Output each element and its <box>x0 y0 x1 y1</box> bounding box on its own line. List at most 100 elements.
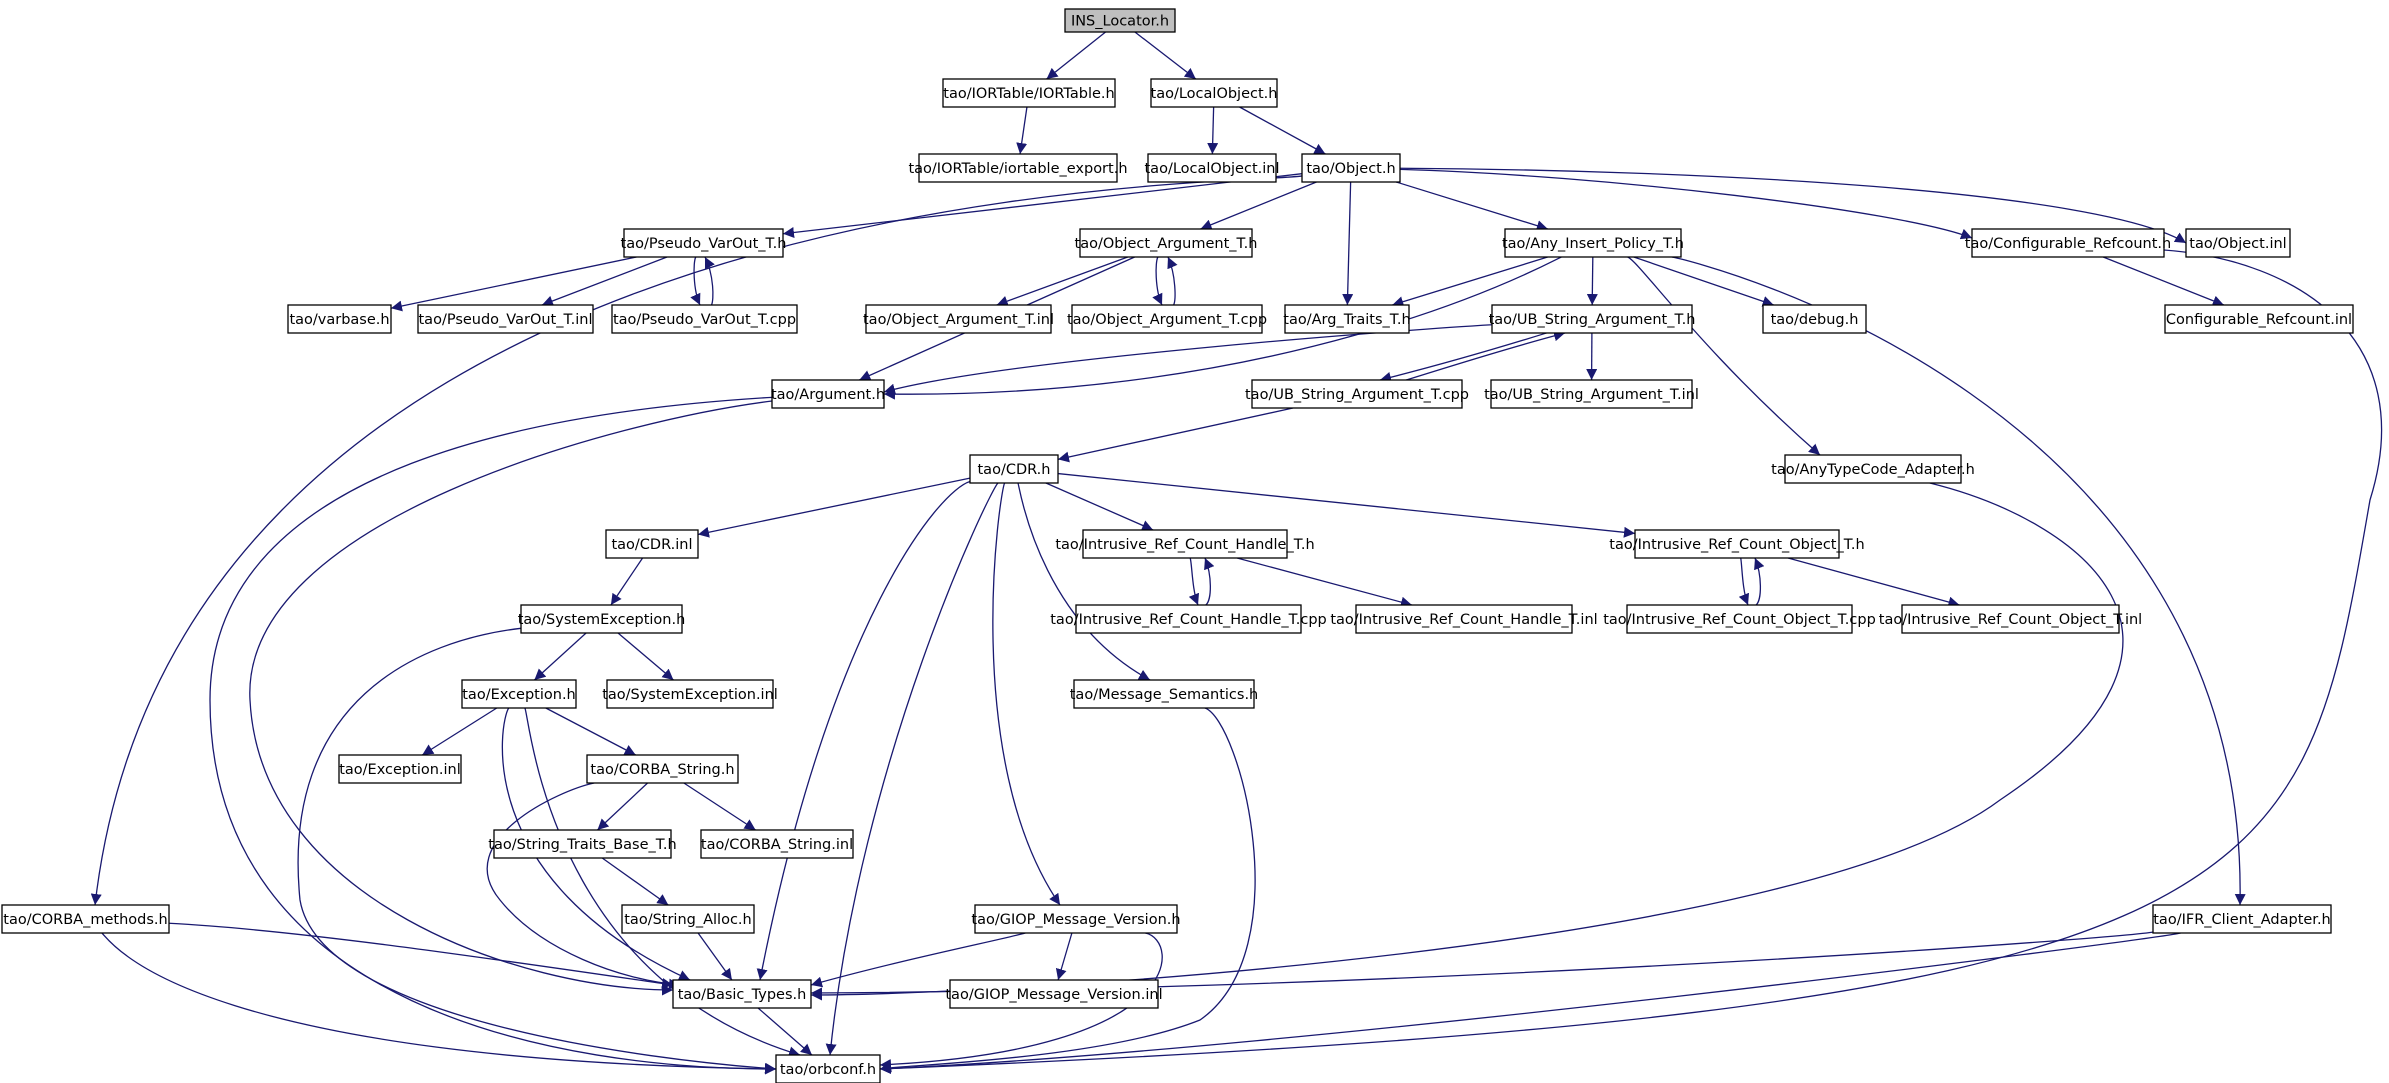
edge-localobject_h-to-object_h <box>1239 106 1326 155</box>
node-box <box>672 979 812 1009</box>
node-giop_message_version_inl[interactable]: tao/GIOP_Message_Version.inl <box>945 979 1163 1009</box>
node-any_insert_policy_h[interactable]: tao/Any_Insert_Policy_T.h <box>1502 228 1684 258</box>
node-cdr_inl[interactable]: tao/CDR.inl <box>605 529 699 559</box>
node-box <box>775 1054 881 1083</box>
node-basic_types_h[interactable]: tao/Basic_Types.h <box>672 979 812 1009</box>
node-systemexception_inl[interactable]: tao/SystemException.inl <box>602 679 778 709</box>
edge-cdr_h-to-irch_h <box>1045 482 1154 531</box>
node-label: tao/Pseudo_VarOut_T.cpp <box>613 312 796 328</box>
node-systemexception_h[interactable]: tao/SystemException.h <box>518 604 686 634</box>
node-box <box>2185 228 2291 258</box>
node-ifr_client_adapter_h[interactable]: tao/IFR_Client_Adapter.h <box>2152 904 2332 934</box>
node-label: tao/Object_Argument_T.h <box>1075 236 1258 252</box>
node-pseudo_varout_inl[interactable]: tao/Pseudo_VarOut_T.inl <box>417 304 594 334</box>
node-label: INS_Locator.h <box>1071 14 1169 30</box>
node-argument_h[interactable]: tao/Argument.h <box>771 379 885 409</box>
edge-ub_string_argument_h-to-argument_h <box>883 324 1493 395</box>
node-irco_cpp[interactable]: tao/Intrusive_Ref_Count_Object_T.cpp <box>1603 604 1876 634</box>
node-irco_h[interactable]: tao/Intrusive_Ref_Count_Object_T.h <box>1609 529 1865 559</box>
node-label: tao/Arg_Traits_T.h <box>1283 312 1410 328</box>
node-label: tao/Intrusive_Ref_Count_Handle_T.h <box>1055 537 1314 553</box>
node-box <box>969 454 1059 484</box>
node-pseudo_varout_cpp[interactable]: tao/Pseudo_VarOut_T.cpp <box>611 304 798 334</box>
node-arg_traits_h[interactable]: tao/Arg_Traits_T.h <box>1283 304 1411 334</box>
node-anytypecode_adapter_h[interactable]: tao/AnyTypeCode_Adapter.h <box>1771 454 1975 484</box>
node-label: tao/LocalObject.inl <box>1145 161 1280 177</box>
node-box <box>606 679 774 709</box>
node-box <box>918 153 1118 183</box>
node-ub_string_argument_cpp[interactable]: tao/UB_String_Argument_T.cpp <box>1245 379 1469 409</box>
node-label: tao/Exception.h <box>462 687 576 703</box>
node-giop_message_version_h[interactable]: tao/GIOP_Message_Version.h <box>971 904 1181 934</box>
node-localobject_inl[interactable]: tao/LocalObject.inl <box>1145 153 1280 183</box>
edge-irch_h-to-irch_inl <box>1236 557 1413 608</box>
edge-corba_string_h-to-corba_string_inl <box>683 782 756 831</box>
edge-any_insert_policy_h-to-ifr_client_adapter_h <box>1671 256 2246 906</box>
node-label: tao/Basic_Types.h <box>678 987 807 1003</box>
node-string_alloc_h[interactable]: tao/String_Alloc.h <box>621 904 755 934</box>
node-label: tao/SystemException.inl <box>602 687 778 703</box>
node-label: tao/debug.h <box>1771 312 1859 328</box>
node-debug_h[interactable]: tao/debug.h <box>1762 304 1867 334</box>
node-corba_string_h[interactable]: tao/CORBA_String.h <box>586 754 739 784</box>
node-iortable_h[interactable]: tao/IORTable/IORTable.h <box>942 78 1116 108</box>
node-message_semantics_h[interactable]: tao/Message_Semantics.h <box>1070 679 1259 709</box>
node-label: tao/varbase.h <box>289 312 389 328</box>
node-box <box>1284 304 1410 334</box>
node-box <box>1901 604 2120 634</box>
node-irch_inl[interactable]: tao/Intrusive_Ref_Count_Handle_T.inl <box>1330 604 1598 634</box>
edge-cdr_inl-to-systemexception_h <box>610 557 644 606</box>
edge-exception_h-to-basic_types_h <box>501 707 691 981</box>
node-exception_inl[interactable]: tao/Exception.inl <box>338 754 462 784</box>
node-box <box>1071 304 1263 334</box>
node-object_inl[interactable]: tao/Object.inl <box>2185 228 2291 258</box>
node-ins_locator[interactable]: INS_Locator.h <box>1064 8 1176 33</box>
node-varbase_h[interactable]: tao/varbase.h <box>287 304 392 334</box>
edge-any_insert_policy_h-to-ub_string_argument_h <box>1586 256 1598 306</box>
edge-object_h-to-any_insert_policy_h <box>1395 181 1549 231</box>
node-exception_h[interactable]: tao/Exception.h <box>461 679 577 709</box>
node-object_h[interactable]: tao/Object.h <box>1301 153 1401 183</box>
node-box <box>605 529 699 559</box>
node-label: tao/Object_Argument_T.cpp <box>1067 312 1267 328</box>
node-localobject_h[interactable]: tao/LocalObject.h <box>1150 78 1278 108</box>
edge-message_semantics_h-to-orbconf_h <box>879 707 1256 1073</box>
node-object_argument_cpp[interactable]: tao/Object_Argument_T.cpp <box>1067 304 1267 334</box>
node-label: tao/Configurable_Refcount.h <box>1965 236 2171 252</box>
node-ub_string_argument_h[interactable]: tao/UB_String_Argument_T.h <box>1489 304 1696 334</box>
node-string_traits_base_h[interactable]: tao/String_Traits_Base_T.h <box>488 829 677 859</box>
node-orbconf_h[interactable]: tao/orbconf.h <box>775 1054 881 1083</box>
edge-cdr_h-to-basic_types_h <box>756 480 971 981</box>
node-ub_string_argument_inl[interactable]: tao/UB_String_Argument_T.inl <box>1484 379 1699 409</box>
node-box <box>1491 304 1693 334</box>
node-irch_h[interactable]: tao/Intrusive_Ref_Count_Handle_T.h <box>1055 529 1315 559</box>
node-object_argument_h[interactable]: tao/Object_Argument_T.h <box>1075 228 1258 258</box>
node-box <box>586 754 739 784</box>
node-configurable_refcount_h[interactable]: tao/Configurable_Refcount.h <box>1965 228 2171 258</box>
edge-irco_h-to-irco_inl <box>1787 557 1960 608</box>
edge-object_h-to-object_argument_h <box>1200 181 1317 230</box>
node-cdr_h[interactable]: tao/CDR.h <box>969 454 1059 484</box>
node-irco_inl[interactable]: tao/Intrusive_Ref_Count_Object_T.inl <box>1879 604 2142 634</box>
node-label: tao/UB_String_Argument_T.h <box>1489 312 1696 328</box>
node-corba_methods_h[interactable]: tao/CORBA_methods.h <box>1 904 170 934</box>
node-iortable_export[interactable]: tao/IORTable/iortable_export.h <box>908 153 1128 183</box>
node-box <box>1634 529 1840 559</box>
node-label: tao/Argument.h <box>771 387 885 403</box>
node-corba_string_inl[interactable]: tao/CORBA_String.inl <box>700 829 854 859</box>
node-box <box>1 904 170 934</box>
node-box <box>1490 379 1693 409</box>
node-object_argument_inl[interactable]: tao/Object_Argument_T.inl <box>863 304 1054 334</box>
node-irch_cpp[interactable]: tao/Intrusive_Ref_Count_Handle_T.cpp <box>1050 604 1327 634</box>
node-box <box>942 78 1116 108</box>
edge-string_alloc_h-to-basic_types_h <box>697 932 733 981</box>
edge-any_insert_policy_h-to-anytypecode_adapter_h <box>1627 256 1821 456</box>
node-box <box>1251 379 1463 409</box>
nodes-layer: INS_Locator.h tao/IORTable/IORTable.h tao/… <box>1 8 2354 1083</box>
node-box <box>461 679 577 709</box>
node-box <box>2164 304 2354 334</box>
node-box <box>1504 228 1682 258</box>
node-pseudo_varout_h[interactable]: tao/Pseudo_VarOut_T.h <box>621 228 787 258</box>
node-configurable_refcount_inl[interactable]: Configurable_Refcount.inl <box>2164 304 2354 334</box>
node-label: tao/Any_Insert_Policy_T.h <box>1502 236 1684 252</box>
